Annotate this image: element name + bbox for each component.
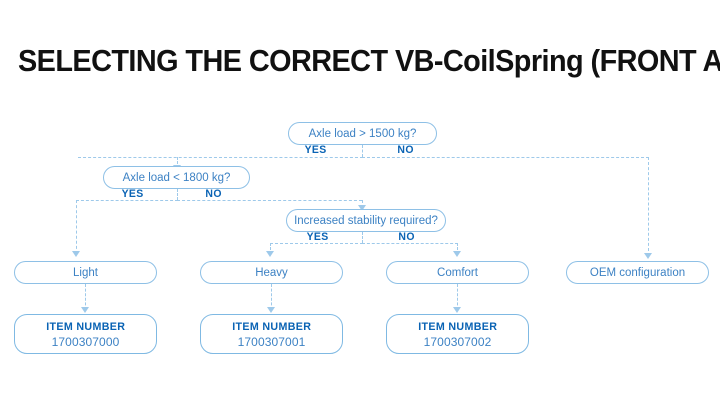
item-number-card-light[interactable]: ITEM NUMBER 1700307000 [14,314,157,354]
decision-node-axle-load-1800[interactable]: Axle load < 1800 kg? [103,166,250,189]
connector-comfort-to-item-arrow [452,307,461,313]
item-number-value: 1700307001 [237,334,306,349]
decision-question: Axle load > 1500 kg? [308,127,417,140]
connector-heavy-to-item-arrow [266,307,275,313]
item-number-card-heavy[interactable]: ITEM NUMBER 1700307001 [200,314,343,354]
connector-light-to-item-arrow [80,307,89,313]
connector-d2-no-horizontal [177,200,362,201]
connector-d2-yes-arrow [71,251,80,257]
connector-d3-yes-vertical [270,243,271,254]
connector-d2-yes-vertical [76,200,77,254]
outcome-node-light[interactable]: Light [14,261,157,284]
item-number-card-comfort[interactable]: ITEM NUMBER 1700307002 [386,314,529,354]
item-number-value: 1700307000 [51,334,120,349]
connector-d3-yes-arrow [265,251,274,257]
connector-d1-yes-vertical [177,157,178,168]
connector-d1-no-horizontal [362,157,649,158]
connector-d2-stem [177,189,178,200]
connector-comfort-to-item [457,284,458,310]
decision-question: Increased stability required? [294,214,438,227]
connector-d2-no-vertical [362,200,363,209]
connector-d2-yes-horizontal [76,200,178,201]
decision-node-axle-load-1500[interactable]: Axle load > 1500 kg? [288,122,437,145]
connector-d1-stem [362,145,363,157]
branch-label-d3-yes: YES [306,231,329,243]
branch-label-d1-yes: YES [304,144,327,156]
connector-light-to-item [85,284,86,310]
decision-node-increased-stability[interactable]: Increased stability required? [286,209,446,232]
outcome-label: Heavy [255,266,288,279]
branch-label-d1-no: NO [397,144,414,156]
connector-heavy-to-item [271,284,272,310]
outcome-label: Light [73,266,98,279]
connector-d1-yes-horizontal [78,157,363,158]
outcome-label: Comfort [437,266,478,279]
item-number-label: ITEM NUMBER [417,320,498,333]
decision-question: Axle load < 1800 kg? [122,171,231,184]
outcome-node-comfort[interactable]: Comfort [386,261,529,284]
connector-d1-no-arrow [643,253,652,259]
connector-d3-no-horizontal [362,243,458,244]
outcome-node-oem-configuration[interactable]: OEM configuration [566,261,709,284]
outcome-node-heavy[interactable]: Heavy [200,261,343,284]
connector-d3-stem [362,232,363,243]
item-number-label: ITEM NUMBER [45,320,126,333]
connector-d1-no-vertical [648,157,649,256]
connector-d2-no-arrow [357,205,366,211]
item-number-value: 1700307002 [423,334,492,349]
page-title: SELECTING THE CORRECT VB-CoilSpring (FRO… [18,43,720,78]
branch-label-d3-no: NO [398,231,415,243]
branch-label-d2-yes: YES [121,188,144,200]
connector-d3-no-arrow [452,251,461,257]
branch-label-d2-no: NO [205,188,222,200]
outcome-label: OEM configuration [589,266,686,279]
item-number-label: ITEM NUMBER [231,320,312,333]
connector-d3-no-vertical [457,243,458,254]
connector-d3-yes-horizontal [270,243,363,244]
